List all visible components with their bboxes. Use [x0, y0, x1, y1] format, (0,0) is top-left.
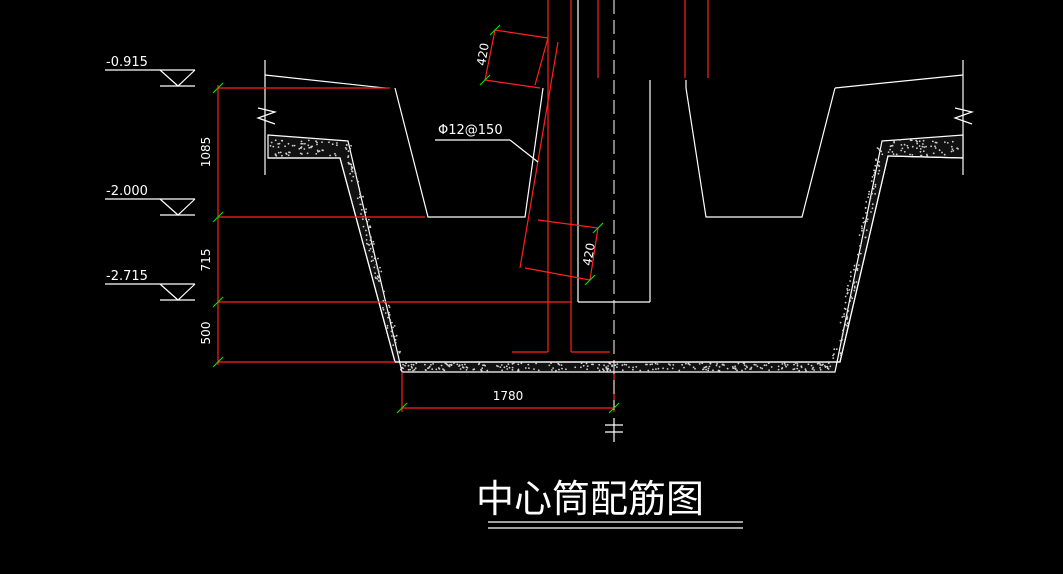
- dim-500: 500: [199, 322, 213, 345]
- elevation-label: -2.000: [106, 184, 148, 199]
- drawing-title-block: 中心筒配筋图: [476, 477, 743, 529]
- dimension-ticks: [212, 24, 620, 414]
- centerline: [605, 0, 623, 442]
- dim-1085: 1085: [199, 137, 213, 168]
- elevation-marker-2: -2.000: [105, 184, 196, 216]
- dim-715: 715: [199, 249, 213, 272]
- rebar-callout: Φ12@150: [435, 123, 539, 163]
- rebar-label: Φ12@150: [438, 123, 503, 138]
- drawing-title: 中心筒配筋图: [476, 477, 704, 521]
- pit-cushion: [267, 134, 964, 373]
- rebar-lines: [217, 0, 709, 412]
- elevation-marker-1: -0.915: [105, 55, 196, 87]
- dim-lap-top: 420: [474, 42, 492, 67]
- dim-1780: 1780: [493, 389, 524, 403]
- elevation-marker-3: -2.715: [105, 269, 196, 301]
- right-beam: [685, 80, 836, 218]
- elevation-label: -0.915: [106, 55, 148, 70]
- dim-lap-bottom: 420: [580, 242, 598, 267]
- elevation-label: -2.715: [106, 269, 148, 284]
- left-beam: [394, 87, 544, 218]
- cushion-stipple: [269, 139, 959, 372]
